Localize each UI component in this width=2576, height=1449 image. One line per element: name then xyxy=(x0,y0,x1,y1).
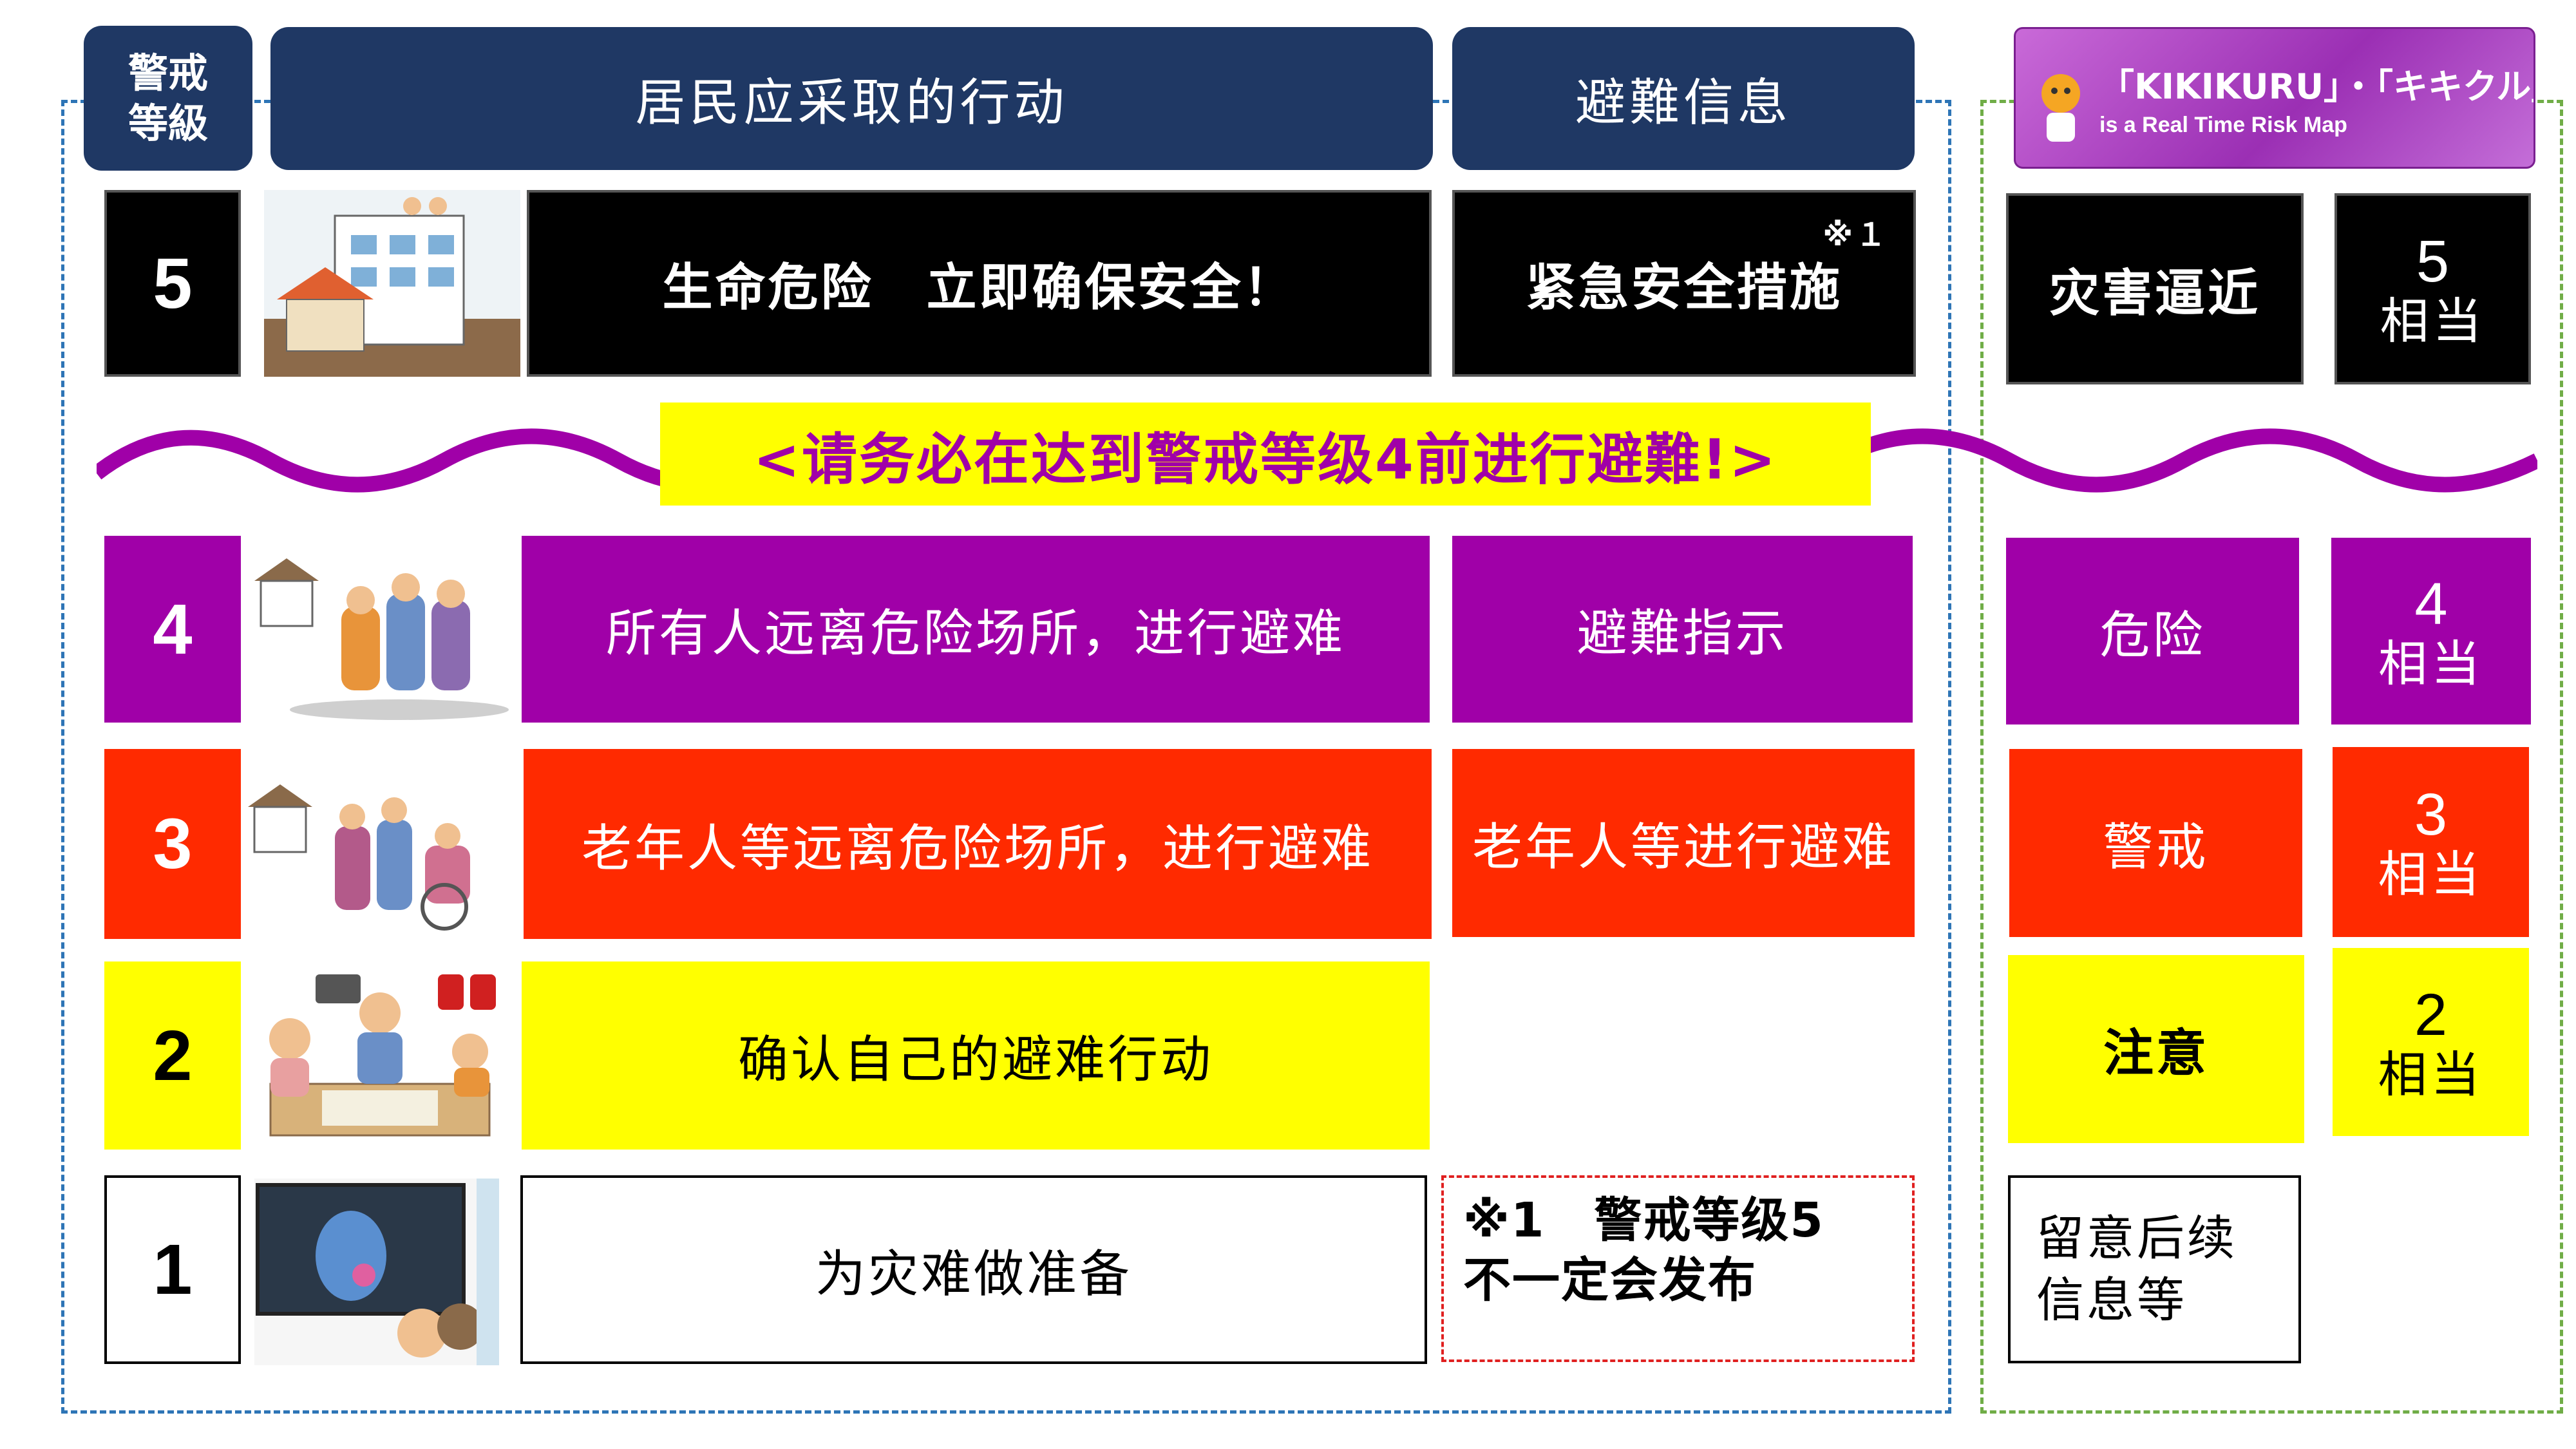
level-3-number: 3 xyxy=(104,749,241,939)
weather-forecast-tv-illustration xyxy=(254,1179,499,1365)
level-4-evac-info: 避難指示 xyxy=(1452,536,1913,723)
level-5-evac-note: ※１ xyxy=(1823,217,1889,253)
kikikuru-subtitle: is a Real Time Risk Map xyxy=(2099,113,2347,137)
equiv-level-5: 5 相当 xyxy=(2334,193,2531,384)
kikikuru-level-3-text: 警戒 xyxy=(2103,819,2209,876)
level-5-evac-info-text: 紧急安全措施 xyxy=(1525,259,1842,317)
kikikuru-level-2: 注意 xyxy=(2008,955,2304,1143)
level-1-number-text: 1 xyxy=(153,1230,193,1309)
equiv-level-2-label: 相当 xyxy=(2378,1045,2484,1103)
kikikuru-title: 「KIKIKURU」・「キキクル」 xyxy=(2099,66,2535,107)
elderly-evacuation-illustration xyxy=(245,749,522,939)
level-2-number-text: 2 xyxy=(153,1016,193,1095)
kikikuru-level-3: 警戒 xyxy=(2009,749,2302,937)
level-5-number-text: 5 xyxy=(153,243,193,323)
equiv-level-3-label: 相当 xyxy=(2378,846,2484,904)
level-5-action-text: 生命危险 立即确保安全！ xyxy=(662,259,1296,317)
level-4-number-text: 4 xyxy=(153,589,193,669)
level-3-evac-info-text: 老年人等进行避难 xyxy=(1472,819,1895,876)
level-2-action-text: 确认自己的避难行动 xyxy=(737,1031,1213,1089)
kikikuru-level-4-text: 危险 xyxy=(2099,607,2206,665)
kikikuru-level-1: 留意后续 信息等 xyxy=(2008,1175,2301,1363)
equiv-level-2-num: 2 xyxy=(2414,981,2448,1048)
level-5-footnote-text: ※1 警戒等级5 不一定会发布 xyxy=(1463,1193,1824,1308)
kikikuru-level-2-text: 注意 xyxy=(2103,1025,2209,1083)
level-5-evac-info: 紧急安全措施 ※１ xyxy=(1452,190,1916,377)
level-header: 警戒 等級 xyxy=(84,26,252,171)
flood-building-illustration xyxy=(264,190,520,377)
level-4-number: 4 xyxy=(104,536,241,723)
level-header-label: 警戒 等級 xyxy=(128,50,208,147)
level-2-action: 确认自己的避难行动 xyxy=(522,961,1430,1150)
equiv-level-3: 3 相当 xyxy=(2333,747,2529,937)
level-1-action-text: 为灾难做准备 xyxy=(815,1245,1132,1303)
kikikuru-level-5-text: 灾害逼近 xyxy=(2049,264,2260,323)
equiv-level-2: 2 相当 xyxy=(2333,948,2529,1136)
evacuation-warning-banner: <请务必在达到警戒等级4前进行避難!> xyxy=(660,402,1871,506)
kikikuru-level-1-text: 留意后续 信息等 xyxy=(2036,1210,2237,1328)
kikikuru-mascot-icon xyxy=(2041,74,2080,142)
family-hazard-map-illustration xyxy=(245,961,515,1150)
level-2-number: 2 xyxy=(104,961,241,1150)
level-4-action-text: 所有人远离危险场所，进行避难 xyxy=(605,605,1345,663)
evac-info-header: 避難信息 xyxy=(1452,27,1915,170)
level-5-number: 5 xyxy=(104,190,241,377)
level-4-action: 所有人远离危险场所，进行避难 xyxy=(522,536,1430,723)
kikikuru-level-5: 灾害逼近 xyxy=(2006,193,2304,384)
level-3-evac-info: 老年人等进行避难 xyxy=(1452,749,1915,937)
evac-info-header-label: 避難信息 xyxy=(1575,74,1792,132)
level-1-number: 1 xyxy=(104,1175,241,1364)
equiv-level-4: 4 相当 xyxy=(2331,538,2531,724)
actions-header: 居民应采取的行动 xyxy=(270,27,1433,170)
evacuating-family-illustration xyxy=(251,536,514,723)
kikikuru-banner[interactable]: 「KIKIKURU」・「キキクル」 is a Real Time Risk Ma… xyxy=(2014,27,2535,169)
level-5-action: 生命危险 立即确保安全！ xyxy=(527,190,1432,377)
actions-header-label: 居民应采取的行动 xyxy=(635,74,1068,132)
equiv-level-4-label: 相当 xyxy=(2378,634,2484,692)
level-5-footnote: ※1 警戒等级5 不一定会发布 xyxy=(1441,1175,1915,1362)
equiv-level-4-num: 4 xyxy=(2414,571,2448,637)
level-3-action: 老年人等远离危险场所，进行避难 xyxy=(524,749,1432,939)
level-1-action: 为灾难做准备 xyxy=(520,1175,1427,1364)
equiv-level-3-num: 3 xyxy=(2414,782,2448,848)
level-3-action-text: 老年人等远离危险场所，进行避难 xyxy=(581,819,1374,878)
level-3-number-text: 3 xyxy=(153,804,193,884)
equiv-level-5-num: 5 xyxy=(2416,229,2450,295)
kikikuru-level-4: 危险 xyxy=(2006,538,2299,724)
level-4-evac-info-text: 避難指示 xyxy=(1577,605,1788,663)
evacuation-warning-text: <请务必在达到警戒等级4前进行避難!> xyxy=(753,427,1778,492)
equiv-level-5-label: 相当 xyxy=(2380,292,2486,350)
